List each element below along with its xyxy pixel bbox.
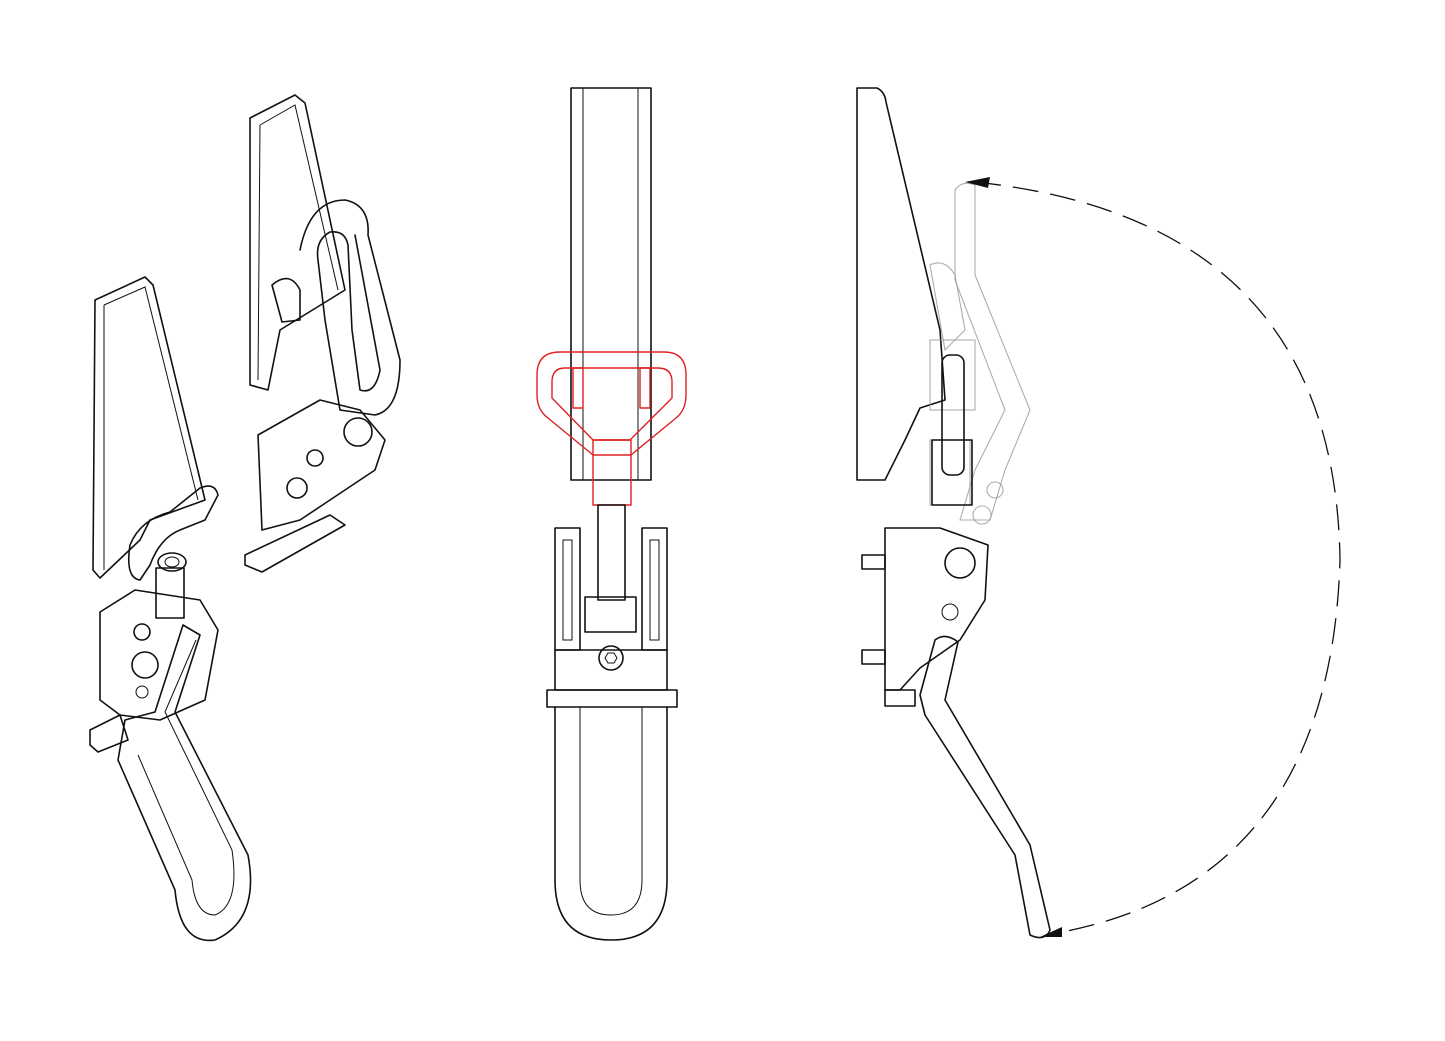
arrow-head-bottom	[1040, 927, 1062, 937]
u-hook	[127, 485, 219, 581]
strike-plate	[92, 276, 206, 579]
base-body-2	[257, 399, 386, 531]
front-view	[536, 87, 687, 941]
side-base	[884, 527, 989, 691]
iso-view-closed	[89, 276, 252, 942]
swing-arc	[974, 181, 1341, 936]
rod	[597, 504, 626, 601]
iso-view-open	[244, 94, 401, 573]
front-handle	[554, 706, 668, 941]
base-body	[99, 589, 219, 721]
side-handle	[919, 635, 1051, 939]
handle	[117, 624, 252, 942]
arrow-head-top	[965, 177, 990, 188]
side-plate	[856, 87, 946, 481]
hex-bolt-icon	[598, 645, 624, 671]
u-hook-2	[299, 199, 401, 416]
highlighted-hook	[536, 351, 687, 506]
front-plate	[570, 87, 652, 481]
strike-plate-2	[249, 94, 346, 391]
side-view	[856, 87, 1341, 939]
